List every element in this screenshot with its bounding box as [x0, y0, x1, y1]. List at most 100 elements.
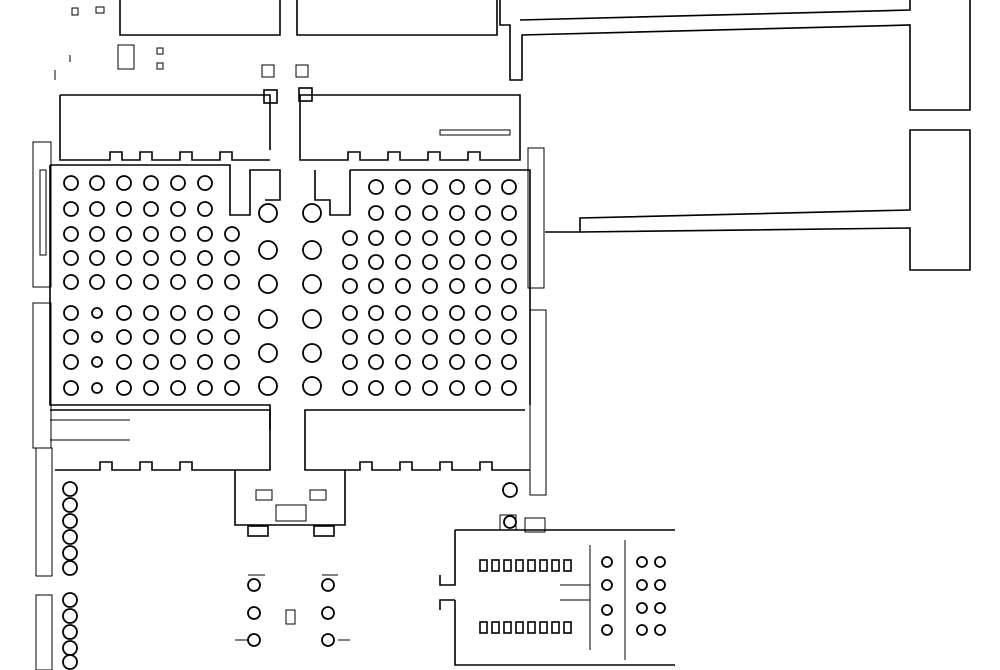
column: [395, 230, 411, 246]
column: [116, 329, 132, 345]
column: [62, 624, 78, 640]
pillar: [503, 559, 512, 572]
column: [224, 226, 240, 242]
column: [224, 250, 240, 266]
column: [501, 254, 517, 270]
column: [116, 226, 132, 242]
column: [395, 305, 411, 321]
column: [91, 382, 103, 394]
column: [449, 329, 465, 345]
walls: [32, 0, 971, 670]
column: [143, 354, 159, 370]
column: [501, 380, 517, 396]
column: [475, 254, 491, 270]
column: [89, 226, 105, 242]
column: [170, 175, 186, 191]
column: [501, 278, 517, 294]
column: [63, 250, 79, 266]
columns: [62, 175, 666, 670]
column: [475, 278, 491, 294]
column: [654, 579, 666, 591]
column: [475, 179, 491, 195]
column: [422, 329, 438, 345]
column: [170, 201, 186, 217]
column: [601, 579, 613, 591]
pillar: [527, 559, 536, 572]
column: [224, 354, 240, 370]
column: [170, 305, 186, 321]
column: [258, 203, 278, 223]
column: [258, 274, 278, 294]
column: [116, 274, 132, 290]
pillar: [503, 621, 512, 634]
column: [62, 545, 78, 561]
column: [224, 380, 240, 396]
pillar: [563, 559, 572, 572]
column: [143, 201, 159, 217]
column: [143, 274, 159, 290]
column: [449, 305, 465, 321]
column: [501, 305, 517, 321]
column: [302, 343, 322, 363]
column: [197, 354, 213, 370]
column: [302, 376, 322, 396]
column: [503, 515, 517, 529]
column: [170, 329, 186, 345]
column: [62, 592, 78, 608]
column: [302, 309, 322, 329]
column: [116, 175, 132, 191]
column: [224, 329, 240, 345]
column: [342, 329, 358, 345]
column: [258, 309, 278, 329]
column: [62, 529, 78, 545]
column: [62, 497, 78, 513]
column: [116, 250, 132, 266]
pillar: [515, 621, 524, 634]
column: [395, 278, 411, 294]
column: [636, 556, 648, 568]
column: [422, 354, 438, 370]
column: [63, 354, 79, 370]
column: [395, 380, 411, 396]
column: [143, 329, 159, 345]
column: [342, 278, 358, 294]
column: [501, 205, 517, 221]
column: [501, 230, 517, 246]
column: [197, 175, 213, 191]
column: [475, 380, 491, 396]
column: [197, 305, 213, 321]
column: [601, 604, 613, 616]
pillar: [491, 559, 500, 572]
column: [368, 179, 384, 195]
column: [62, 608, 78, 624]
column: [501, 354, 517, 370]
column: [636, 624, 648, 636]
column: [422, 205, 438, 221]
column: [321, 606, 335, 620]
column: [395, 354, 411, 370]
column: [368, 354, 384, 370]
column: [368, 305, 384, 321]
column: [89, 175, 105, 191]
column: [170, 354, 186, 370]
column: [368, 278, 384, 294]
column: [62, 654, 78, 670]
column: [89, 201, 105, 217]
column: [143, 175, 159, 191]
column: [449, 254, 465, 270]
column: [62, 481, 78, 497]
column: [342, 230, 358, 246]
column: [63, 305, 79, 321]
column: [116, 380, 132, 396]
column: [63, 175, 79, 191]
column: [601, 556, 613, 568]
column: [368, 380, 384, 396]
pillar: [479, 621, 488, 634]
column: [449, 205, 465, 221]
pillar: [563, 621, 572, 634]
column: [63, 380, 79, 396]
column: [475, 354, 491, 370]
column: [302, 274, 322, 294]
column: [395, 205, 411, 221]
